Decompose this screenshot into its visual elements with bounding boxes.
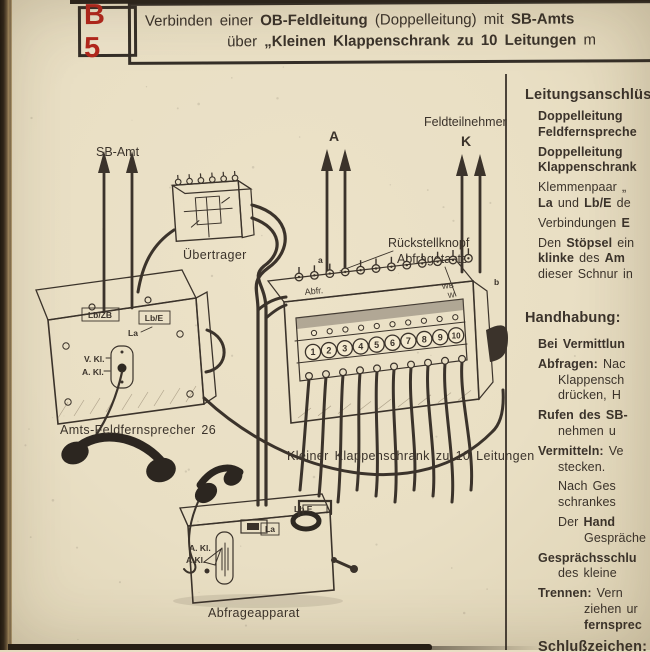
jack-number: 3 bbox=[342, 344, 347, 354]
uebertrager-caption: Übertrager bbox=[183, 248, 247, 262]
jack-number: 7 bbox=[406, 336, 411, 346]
jack-number: 1 bbox=[310, 347, 315, 357]
wood-hatching bbox=[58, 386, 196, 418]
jack-number: 10 bbox=[452, 332, 461, 341]
jack-number: 2 bbox=[326, 345, 331, 355]
feldteilnehmer-label: Feldteilnehmer bbox=[424, 115, 507, 129]
abfrage-a-kl2-label: A.Kl. bbox=[186, 555, 205, 565]
a-kl-label: A. Kl. bbox=[82, 367, 104, 377]
side-flap bbox=[486, 325, 508, 362]
small-a-label: a bbox=[318, 255, 323, 265]
cable bbox=[138, 230, 174, 292]
feldfernsprecher-caption: Amts-Feldfernsprecher 26 bbox=[60, 423, 216, 437]
small-b-label: b bbox=[494, 277, 499, 287]
abfrage-lb-e-label: Lb E bbox=[294, 504, 313, 514]
lb-zb-label: Lb/ZB bbox=[88, 310, 112, 320]
uebertrager-illustration bbox=[172, 170, 254, 242]
a-label: A bbox=[329, 128, 339, 144]
abfrageapparat-caption: Abfrageapparat bbox=[208, 606, 300, 620]
klappenschrank-illustration: Abfr. WB W a b 12345678910 bbox=[268, 248, 508, 502]
carry-handle bbox=[206, 330, 224, 372]
klappenschrank-caption: Kleiner Klappenschrank zu 10 Leitungen bbox=[287, 449, 535, 463]
v-kl-label: V. Kl. bbox=[84, 354, 104, 364]
jack-number: 4 bbox=[358, 342, 363, 352]
wb-label: WB bbox=[441, 281, 454, 291]
jack-number: 8 bbox=[422, 334, 427, 344]
book-edge-bottom bbox=[8, 644, 432, 650]
lb-e-label: Lb/E bbox=[145, 313, 164, 323]
book-edge-bottom-fade bbox=[420, 646, 540, 650]
book-edge-left bbox=[0, 0, 12, 650]
cable bbox=[266, 305, 286, 318]
cable bbox=[252, 218, 277, 505]
jack-number: 6 bbox=[390, 338, 395, 348]
sb-amt-arrows: SB-Amt bbox=[96, 145, 140, 312]
la-label: La bbox=[128, 328, 138, 338]
hanging-cables bbox=[300, 362, 472, 502]
feldfernsprecher-illustration: Lb/ZB Lb/E La V. Kl. A. Kl. bbox=[36, 270, 224, 485]
jack-number: 5 bbox=[374, 340, 379, 350]
rueckstellknopf-label: Rückstellknopf bbox=[388, 236, 470, 250]
abfrage-a-kl1-label: A. Kl. bbox=[189, 543, 211, 553]
a-arrows: A bbox=[321, 128, 351, 272]
jack-number: 9 bbox=[438, 332, 443, 342]
cable bbox=[252, 205, 285, 505]
k-label: K bbox=[461, 133, 471, 149]
abfr-label: Abfr. bbox=[304, 285, 323, 297]
